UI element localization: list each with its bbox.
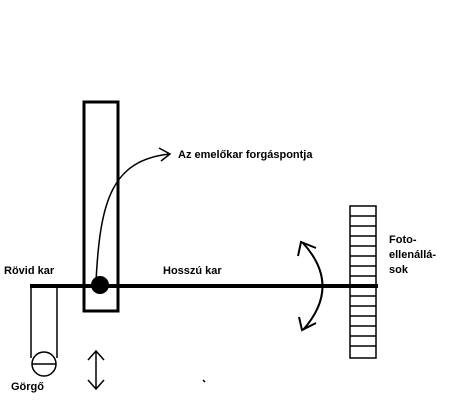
short-arm-label: Rövid kar [4,265,55,277]
swing-motion-arrow [297,240,324,332]
pivot-point [91,276,109,294]
vertical-post [82,100,120,313]
photoresistors-label-line: Foto- [389,234,417,246]
stray-mark [202,379,206,383]
vertical-motion-arrow [87,349,105,391]
photoresistors-label-line: ellenállá- [389,249,437,261]
photoresistors-label: Foto- ellenállá- sok [389,233,436,278]
roller-label: Görgő [11,381,44,393]
photoresistor-array [349,205,377,359]
pivot-pointer-arrow [95,153,171,283]
pivot-pointer-arrowhead [158,147,172,162]
photoresistors-label-line: sok [389,264,408,276]
long-arm-label: Hosszú kar [163,265,222,277]
pivot-label: Az emelőkar forgáspontja [178,149,313,161]
